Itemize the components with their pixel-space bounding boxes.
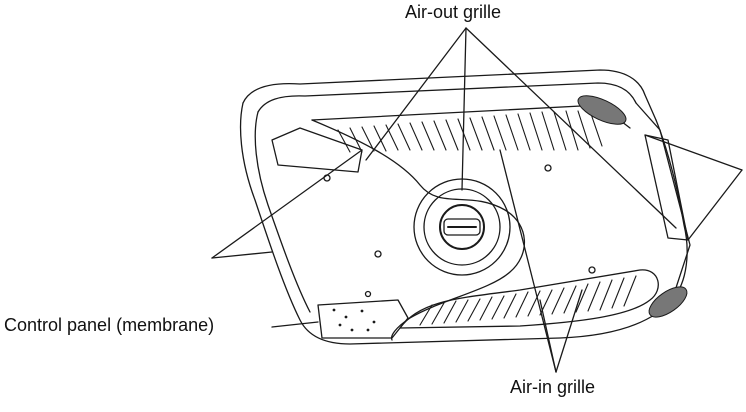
unit-housing	[239, 102, 688, 345]
unit-housing-lip	[254, 111, 311, 313]
leader-air-out-1	[365, 27, 467, 161]
screw-3	[374, 250, 382, 258]
control-panel-buttons	[332, 308, 376, 332]
leader-air-in-2	[539, 299, 557, 373]
unit-lid-inner	[257, 82, 637, 113]
bottom-right-speaker	[648, 286, 688, 318]
top-right-speaker	[577, 95, 627, 125]
control-panel-label: Control panel (membrane)	[4, 315, 215, 335]
side-panel	[635, 102, 691, 301]
leader-air-out-2	[461, 27, 467, 191]
air-out-grille-label: Air-out grille	[405, 2, 502, 22]
fan-rosette	[413, 178, 511, 276]
air-in-grille-frame	[399, 269, 659, 329]
screw-5	[364, 290, 372, 298]
control-panel-membrane	[317, 299, 409, 339]
leader-left-2	[211, 251, 273, 259]
leader-control-panel	[271, 321, 319, 328]
leader-air-in-3	[555, 289, 583, 373]
unit-lid	[242, 69, 657, 121]
top-left-recess	[271, 127, 363, 173]
leader-air-in-1	[499, 149, 557, 373]
air-in-louvers	[419, 275, 637, 326]
screw-4	[588, 266, 596, 274]
screw-2	[544, 164, 552, 172]
leader-left-1	[211, 149, 363, 259]
leader-air-out-3	[465, 27, 677, 229]
leader-right-1	[687, 169, 743, 241]
air-in-grille-label: Air-in grille	[510, 377, 596, 397]
fan-swoop	[311, 119, 526, 341]
leader-right-2	[644, 134, 743, 171]
